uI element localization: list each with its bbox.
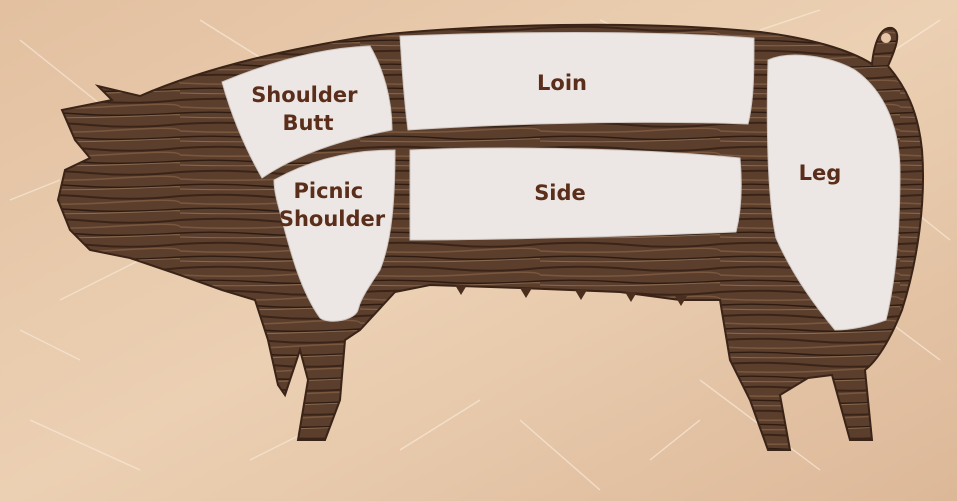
side-label: Side bbox=[534, 181, 586, 205]
shoulder-butt-label-line-2: Butt bbox=[282, 111, 333, 135]
loin-label: Loin bbox=[537, 71, 587, 95]
picnic-shoulder-label-line-2: Shoulder bbox=[279, 207, 386, 231]
tail-ring bbox=[881, 33, 891, 43]
leg-label-line-1: Leg bbox=[799, 161, 842, 185]
leg-label: Leg bbox=[799, 161, 842, 185]
shoulder-butt-label-line-1: Shoulder bbox=[251, 83, 358, 107]
loin-label-line-1: Loin bbox=[537, 71, 587, 95]
picnic-shoulder-label-line-1: Picnic bbox=[294, 179, 364, 203]
side-label-line-1: Side bbox=[534, 181, 586, 205]
